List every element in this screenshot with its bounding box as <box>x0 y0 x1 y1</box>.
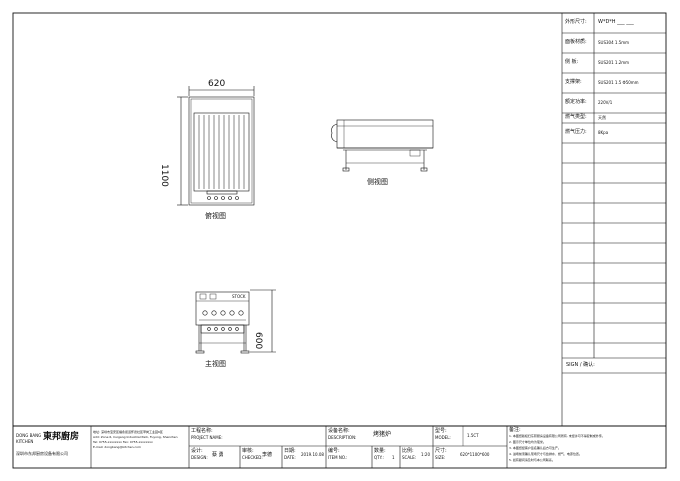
item-label-cn: 编号: <box>328 448 340 454</box>
note-3: 3. 本图纸经客户签名确认后方可生产。 <box>509 446 561 450</box>
spec-value-gas-type: 天然 <box>598 115 606 120</box>
qty-label-en: QTY.: <box>374 455 384 460</box>
notes-label: 备注: <box>509 427 521 433</box>
spec-value-gas-pressure: 8Kpa <box>598 130 609 135</box>
scale-value: 1:20 <box>421 452 430 457</box>
model-label-cn: 型号: <box>435 428 447 434</box>
top-view-caption: 俯视图 <box>205 212 226 220</box>
qty-label-cn: 数量: <box>374 448 386 454</box>
date-label-en: DATE: <box>284 455 296 460</box>
company-logo-name: 東邦廚房 <box>43 432 80 442</box>
model-label-en: MODEL: <box>435 435 451 440</box>
top-depth-dimension: 1100 <box>159 164 169 187</box>
checked-label-cn: 审核: <box>242 448 254 454</box>
front-view-caption: 主视图 <box>205 360 226 368</box>
spec-label-gas-pressure: 燃气压力: <box>565 129 587 135</box>
company-name-en-2: KITCHEN <box>16 439 34 444</box>
company-name-en-1: DONG BANG <box>16 433 42 438</box>
spec-label-gas-type: 燃气类型: <box>565 114 587 120</box>
company-full-name: 深圳市东邦厨房设备有限公司 <box>16 451 68 456</box>
description-label-cn: 设备名称: <box>328 428 350 434</box>
spec-value-side: SUS201 1.2mm <box>598 60 630 65</box>
company-address-2: Add: Zone 6, Cuigang Industrial Park, Fu… <box>93 435 178 439</box>
size-value: 620*1100*600 <box>460 452 490 457</box>
note-1: 1. 本图纸版权归东邦厨房设备有限公司所有, 未经许可不得复制或外传。 <box>509 434 605 438</box>
front-depth-dimension: 600 <box>253 332 263 350</box>
spec-label-size: 外形尺寸: <box>565 19 587 25</box>
spec-value-power: 220V/1 <box>598 100 613 105</box>
note-4: 4. 进场前须确认现场尺寸与给排水、燃气、电源位置。 <box>509 452 582 456</box>
side-view <box>331 119 434 172</box>
note-2: 2. 图示尺寸单位均为毫米。 <box>509 440 546 444</box>
spec-table-lines <box>561 13 666 426</box>
checked-value: 李德 <box>262 452 273 458</box>
company-phone: Tel: 0755-xxxxxxxx Fax: 0755-xxxxxxxx <box>93 440 153 444</box>
model-value: 1.5CT <box>467 433 479 438</box>
spec-value-panel: SUS304 1.5mm <box>598 40 630 45</box>
note-5: 5. 如有疑问请及时与本公司联系。 <box>509 458 555 462</box>
spec-label-panel: 面板材质: <box>565 39 587 45</box>
front-view <box>195 289 276 354</box>
spec-label-power: 额定功率: <box>565 99 587 105</box>
scale-label-en: SCALE: <box>402 455 417 460</box>
description-value: 烤猪炉 <box>373 431 392 438</box>
scale-label-cn: 比例: <box>402 448 414 454</box>
spec-value-support: SUS201 1.5 Φ50mm <box>598 80 639 85</box>
design-label-en: DESIGN: <box>191 455 208 460</box>
side-view-caption: 侧视图 <box>367 178 388 186</box>
spec-label-side: 侧 板: <box>565 59 579 65</box>
company-email: E-mail: dongbang@kitchen.com <box>93 445 141 449</box>
title-block-lines <box>13 425 666 468</box>
spec-label-support: 支撑架: <box>565 79 582 85</box>
design-label-cn: 设计: <box>191 448 203 454</box>
size-label-cn: 尺寸: <box>435 448 447 454</box>
top-view <box>177 86 255 206</box>
project-label-en: PROJECT NAME: <box>191 435 223 440</box>
item-label-en: ITEM NO.: <box>328 455 348 460</box>
date-label-cn: 日期: <box>284 448 296 454</box>
checked-label-en: CHECKED: <box>242 455 263 460</box>
front-stock-label: STOCK <box>232 294 246 299</box>
company-address-1: 地址: 深圳市宝安区福永街道怀德社区翠岗工业园6区 <box>93 430 163 434</box>
size-label-en: SIZE: <box>435 455 446 460</box>
date-value: 2019.10.08 <box>301 452 324 457</box>
qty-value: 1 <box>392 455 395 460</box>
description-label-en: DESCRIPTION: <box>328 435 357 440</box>
sign-label: SIGN / 确认: <box>566 362 595 368</box>
project-label-cn: 工程名称: <box>191 428 213 434</box>
top-width-dimension: 620 <box>208 79 226 89</box>
sheet-border <box>12 12 667 469</box>
spec-value-size: W*D*H ___ ___ <box>598 19 634 25</box>
design-value: 蔡 勇 <box>212 452 224 458</box>
